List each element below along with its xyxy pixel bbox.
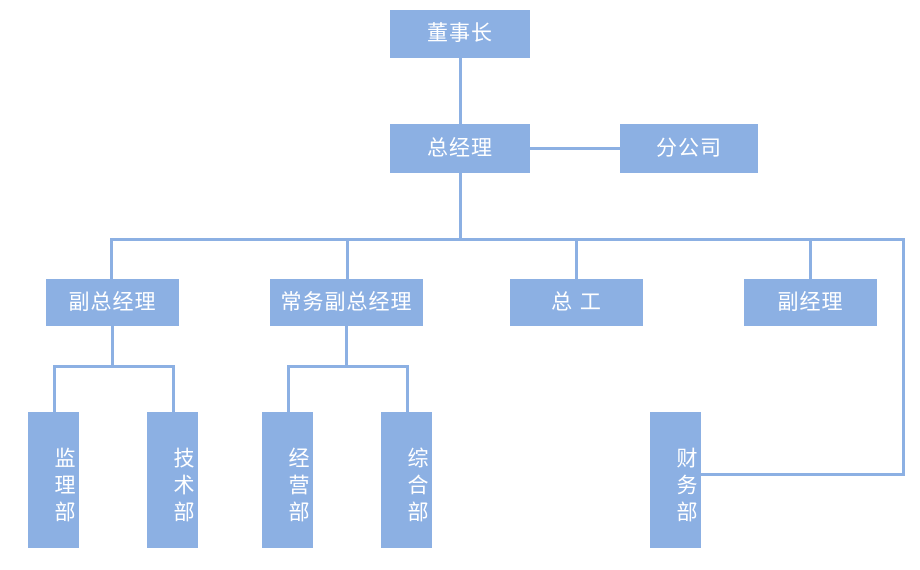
node-technical-dept[interactable]: 技术部 [147,412,198,548]
connector-gm-to-level3-bus [459,173,462,241]
connector-to-business-dept [287,365,290,412]
connector-bus-to-chief-engineer [575,238,578,279]
connector-chairman-to-gm [459,58,462,124]
node-chief-engineer[interactable]: 总 工 [510,279,643,326]
connector-to-supervision-dept [53,365,56,412]
node-general-affairs-dept[interactable]: 综合部 [381,412,432,548]
node-supervision-dept[interactable]: 监理部 [28,412,79,548]
connector-to-technical-dept [172,365,175,412]
node-branch-company[interactable]: 分公司 [620,124,758,173]
node-chairman[interactable]: 董事长 [390,10,530,58]
connector-to-general-affairs-dept [406,365,409,412]
connector-executive-deputy-gm-split [287,365,409,368]
node-general-manager[interactable]: 总经理 [390,124,530,173]
connector-deputy-gm-split [53,365,175,368]
connector-bus-to-executive-deputy-gm [346,238,349,279]
connector-executive-deputy-gm-stem [345,326,348,367]
node-executive-deputy-gm[interactable]: 常务副总经理 [270,279,423,326]
connector-bus-to-deputy-manager [809,238,812,279]
connector-gm-to-branch [530,147,620,150]
node-deputy-gm[interactable]: 副总经理 [46,279,179,326]
level3-horizontal-bus [110,238,905,241]
node-business-dept[interactable]: 经营部 [262,412,313,548]
connector-finance-dept-feeder [700,473,905,476]
connector-bus-to-deputy-gm [110,238,113,279]
node-deputy-manager[interactable]: 副经理 [744,279,877,326]
connector-deputy-gm-stem [111,326,114,367]
node-finance-dept[interactable]: 财务部 [650,412,701,548]
connector-bus-right-riser [902,238,905,476]
